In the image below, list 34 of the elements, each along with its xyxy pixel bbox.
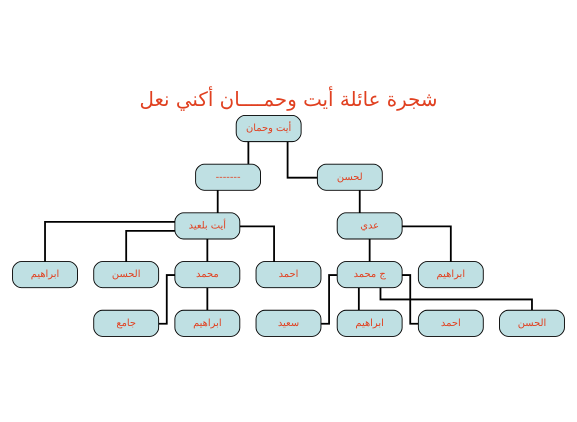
- connector: [368, 238, 371, 261]
- node-box: سعيد: [256, 309, 322, 336]
- connector: [380, 287, 533, 310]
- node-box: -------: [195, 163, 261, 190]
- connector: [402, 224, 452, 261]
- node-box: ابراهيم: [336, 309, 403, 336]
- connector: [44, 220, 174, 261]
- node-box: عدي: [336, 212, 403, 239]
- node-box: محمد: [174, 260, 240, 288]
- connector: [286, 141, 318, 178]
- connector: [125, 229, 175, 261]
- node-box: لحسن: [316, 163, 383, 190]
- node-box: ابراهيم: [174, 309, 240, 336]
- connector: [240, 224, 275, 261]
- node-box: ابراهيم: [12, 260, 78, 288]
- connector: [321, 274, 337, 324]
- node-box: أيت بلعيد: [174, 212, 240, 239]
- node-box: جامع: [93, 309, 160, 336]
- node-box: ابراهيم: [418, 260, 484, 288]
- node-box: احمد: [418, 309, 484, 336]
- connector: [206, 287, 208, 310]
- connector: [402, 274, 418, 324]
- connector: [358, 190, 361, 212]
- connector: [158, 274, 175, 324]
- node-box: الحسن: [93, 260, 160, 288]
- connector: [206, 238, 208, 261]
- connector: [358, 287, 360, 310]
- diagram-title: شجرة عائلة أيت وحمــــان أكني نعل: [139, 88, 438, 111]
- connector: [247, 141, 250, 164]
- node-box: الحسن: [499, 309, 565, 336]
- node-box: احمد: [256, 260, 322, 288]
- node-box: ج محمد: [336, 260, 403, 288]
- node-box: أيت وحمان: [236, 114, 302, 142]
- connector: [216, 190, 219, 212]
